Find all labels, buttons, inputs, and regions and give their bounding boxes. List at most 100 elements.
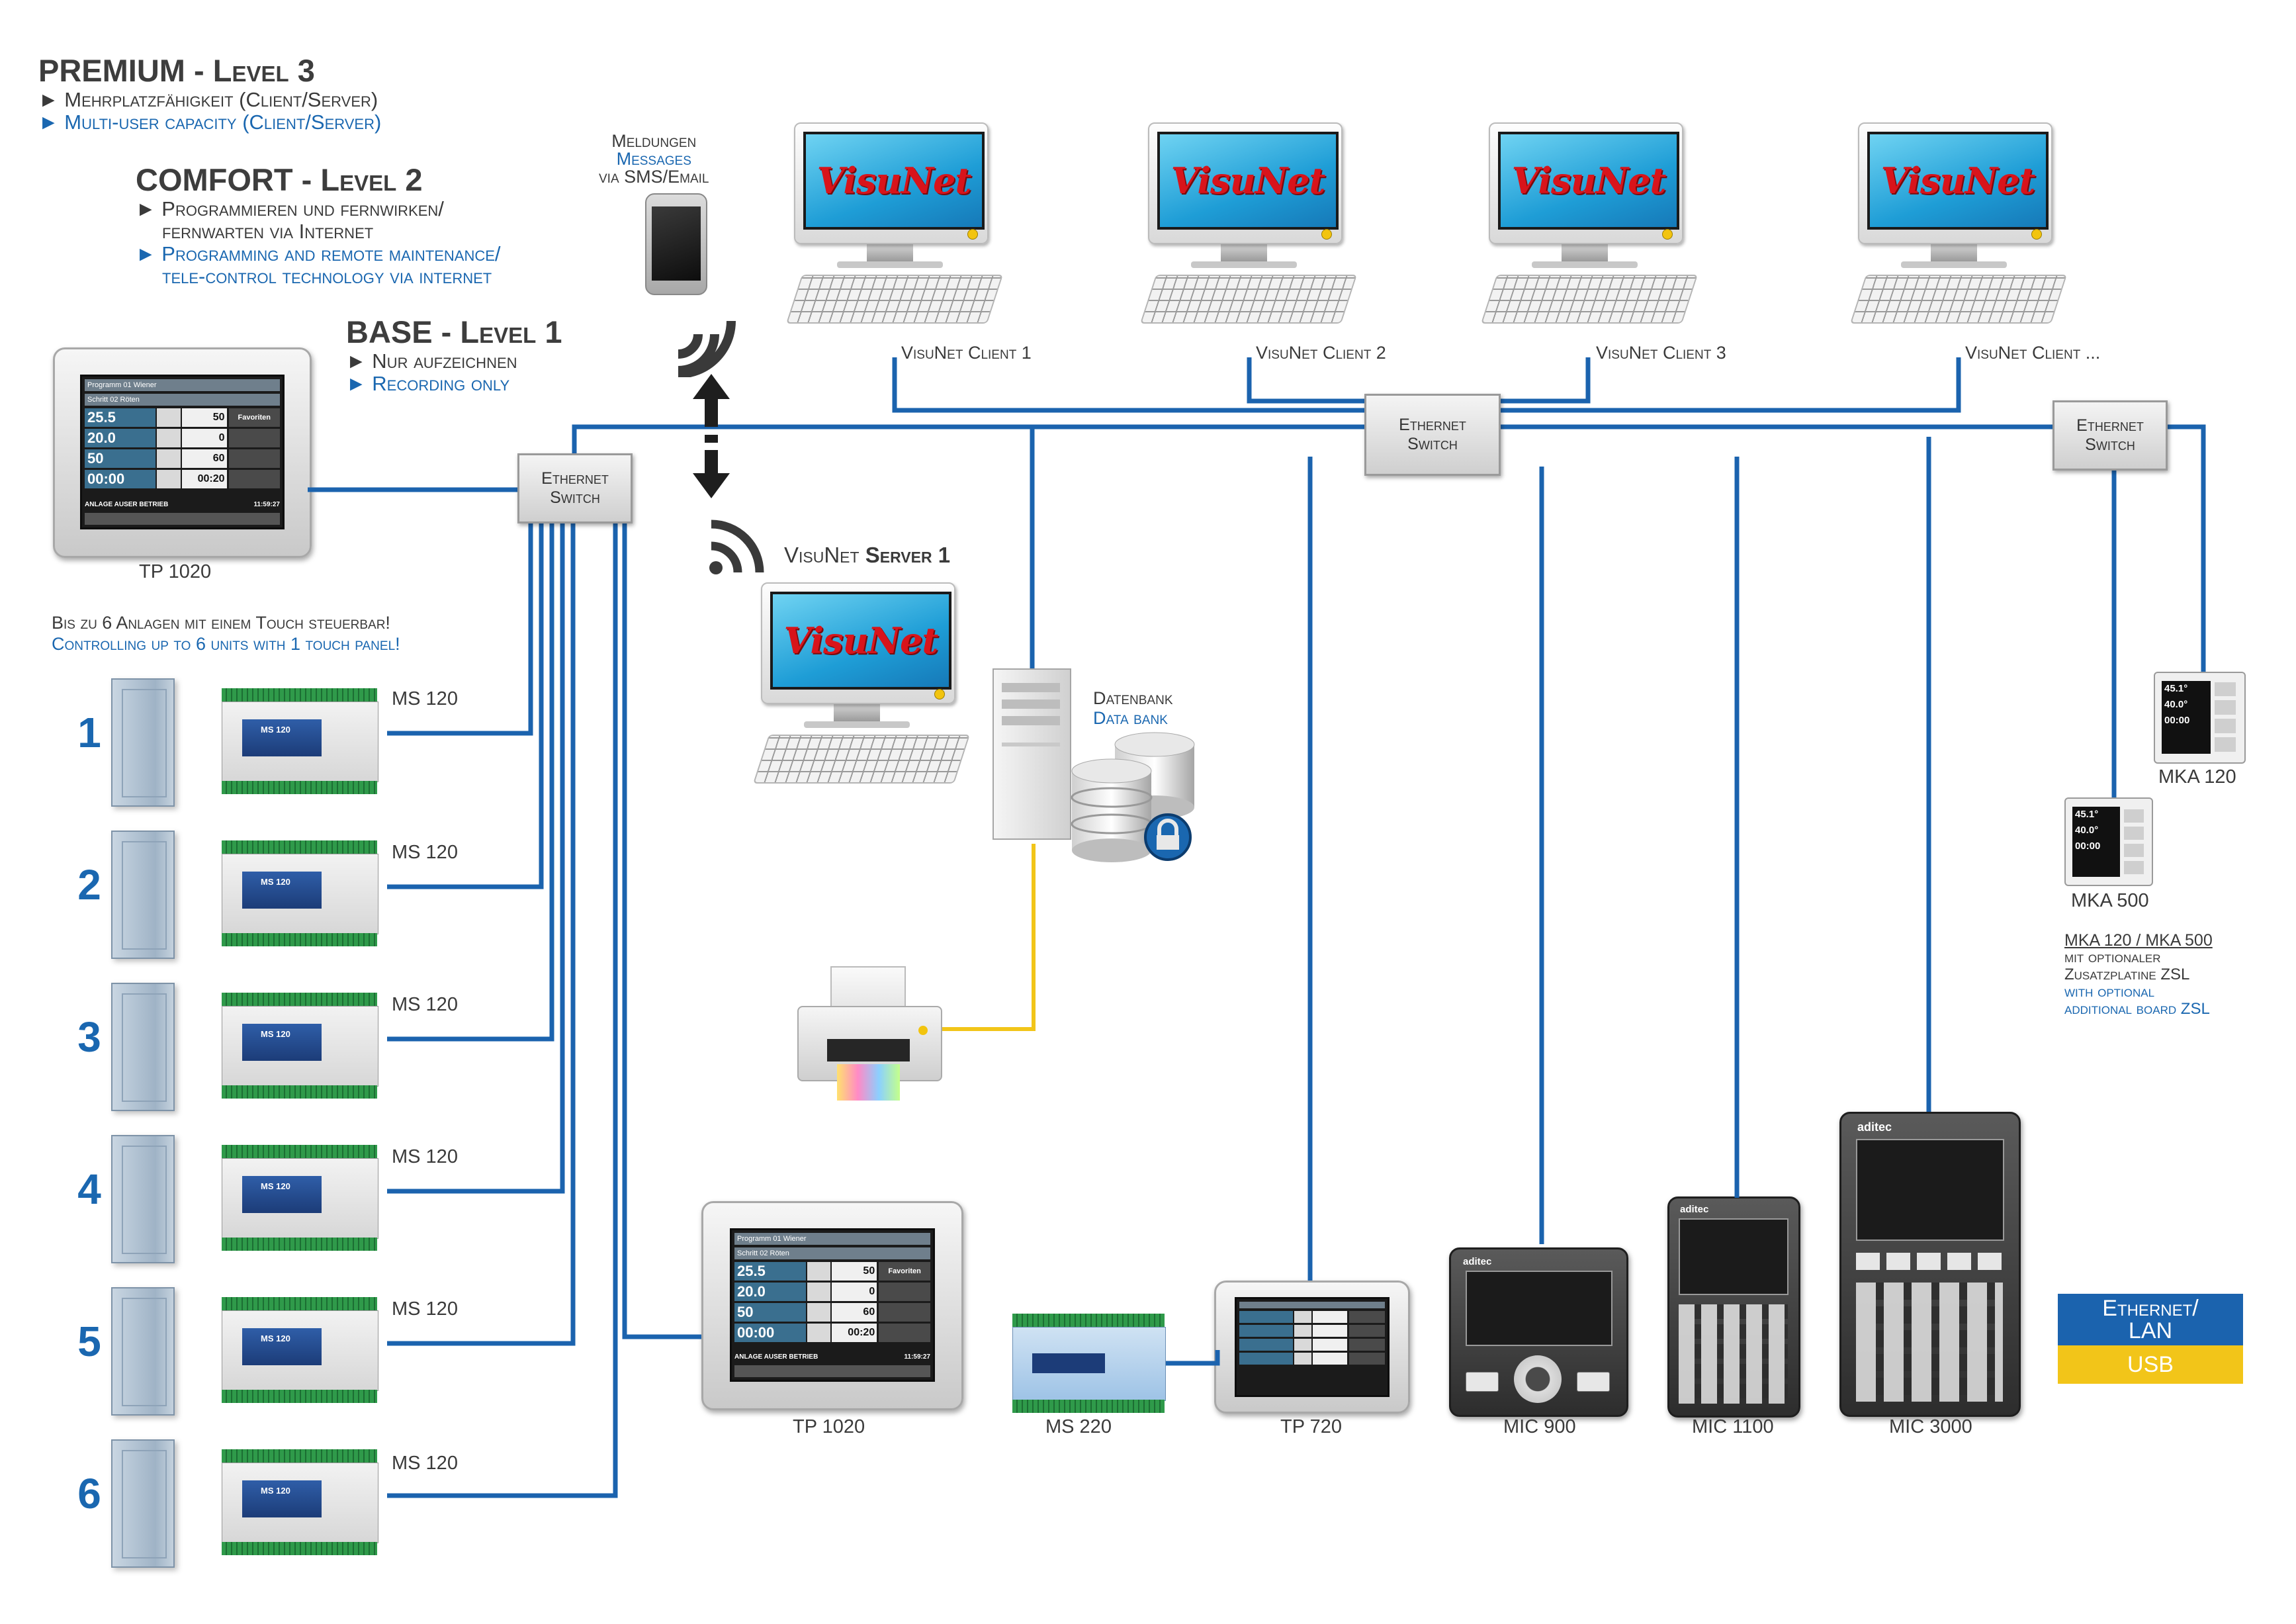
server-tower[interactable] [993, 668, 1071, 840]
mic900-panel[interactable]: aditec [1449, 1247, 1628, 1417]
unit-number-1: 1 [77, 709, 101, 756]
control-note: Bis zu 6 Anlagen mit einem Touch steuerb… [52, 612, 400, 654]
mka120-device[interactable]: 45.1° 40.0° 00:00 [2154, 672, 2246, 764]
switch-label-1: Ethernet [541, 469, 609, 488]
touch-panel-tp1020-top[interactable]: Programm 01 Wiener Schritt 02 Röten 25.5… [53, 347, 312, 558]
mka-note-en1: with optional [2064, 983, 2155, 1001]
mic3000-label: MIC 3000 [1889, 1416, 1972, 1437]
ethernet-switch-right[interactable]: Ethernet Switch [2053, 400, 2168, 471]
legend-ethernet: Ethernet/ LAN [2058, 1294, 2243, 1345]
switch-label-1: Ethernet [1399, 416, 1466, 434]
legend-ethernet-line1: Ethernet/ [2102, 1296, 2199, 1321]
ms120-module-6[interactable]: MS 120 [222, 1449, 378, 1555]
mic1100-panel[interactable]: aditec [1667, 1196, 1800, 1418]
mic1100-label: MIC 1100 [1692, 1416, 1774, 1437]
tp-value: 20.0 [85, 429, 156, 447]
ms120-module-2[interactable]: MS 120 [222, 840, 378, 946]
wire-unit-6 [387, 523, 618, 1498]
mic-navigation-wheel[interactable] [1514, 1355, 1562, 1403]
tp-value: 20.0 [734, 1283, 806, 1301]
mic-key[interactable] [1466, 1372, 1499, 1392]
mic-key[interactable] [1577, 1372, 1610, 1392]
mic-keypad[interactable] [1679, 1304, 1788, 1404]
smartphone-icon [645, 193, 707, 295]
wireless-signal-icon [678, 320, 736, 377]
tp-softkeys[interactable] [85, 513, 280, 525]
ms120-module-5[interactable]: MS 120 [222, 1297, 378, 1403]
mka-buttons[interactable] [2215, 682, 2236, 752]
client-3[interactable]: VisuNet [1480, 122, 1699, 324]
brand-logo: VisuNet [783, 619, 939, 662]
mic-screen [1679, 1218, 1788, 1295]
client-2-label: VisuNet Client 2 [1256, 343, 1386, 363]
tp-header-step: Schritt 02 Röten [85, 394, 280, 406]
mic3000-panel[interactable]: aditec [1839, 1112, 2021, 1417]
unit-label-1: MS 120 [392, 688, 458, 709]
door-icon [111, 983, 175, 1111]
tp-screen: Programm 01 Wiener Schritt 02 Röten 25.5… [730, 1228, 935, 1382]
database-en: Data bank [1093, 708, 1168, 728]
door-icon [111, 678, 175, 807]
mic900-label: MIC 900 [1503, 1416, 1576, 1437]
tp1020-bottom-label: TP 1020 [793, 1416, 865, 1437]
legend-ethernet-line2: LAN [2128, 1318, 2173, 1343]
control-note-de: Bis zu 6 Anlagen mit einem Touch steuerb… [52, 613, 390, 633]
unit-number-5: 5 [77, 1318, 101, 1365]
mic-screen [1466, 1271, 1612, 1346]
tp-value: 25.5 [734, 1262, 806, 1281]
server-name: Server 1 [865, 543, 951, 567]
tp-softkeys[interactable] [734, 1365, 930, 1377]
wireless-signal-icon [709, 519, 764, 574]
unit-label-4: MS 120 [392, 1146, 458, 1167]
ms120-module-4[interactable]: MS 120 [222, 1145, 378, 1251]
mka500-device[interactable]: 45.1° 40.0° 00:00 [2064, 797, 2153, 886]
client-2[interactable]: VisuNet [1139, 122, 1358, 324]
wire-tp-bottom [622, 523, 701, 1339]
comfort-en2: tele-control technology via internet [162, 265, 492, 288]
comfort-en1: ► Programming and remote maintenance/ [136, 242, 501, 265]
visunet-server[interactable]: VisuNet [752, 582, 971, 784]
switch-label-2: Switch [550, 488, 600, 507]
mic-function-keys[interactable] [1856, 1253, 2003, 1270]
keyboard-icon [785, 275, 1004, 324]
ethernet-switch-main[interactable]: Ethernet Switch [1364, 394, 1501, 476]
tp-setpoint: 60 [832, 1303, 877, 1322]
comfort-name: COMFORT [136, 162, 293, 197]
premium-de: ► Mehrplatzfähigkeit (Client/Server) [38, 88, 378, 111]
comfort-level: Level 2 [320, 162, 423, 197]
premium-name: PREMIUM [38, 53, 185, 88]
switch-label-1: Ethernet [2076, 416, 2144, 435]
ms220-module[interactable] [1012, 1314, 1166, 1413]
tp-setpoint: 50 [181, 408, 227, 427]
ethernet-switch-left[interactable]: Ethernet Switch [517, 453, 633, 523]
tp-setpoint: 50 [832, 1262, 877, 1281]
door-icon [111, 1287, 175, 1416]
tp-favorites: Favoriten [879, 1262, 930, 1281]
keyboard-icon [752, 735, 971, 784]
printer[interactable] [797, 966, 942, 1105]
ms120-module-1[interactable]: MS 120 [222, 688, 378, 794]
wire-unit-3 [387, 523, 554, 1042]
mka-display-value: 45.1° [2164, 683, 2188, 694]
comfort-de2: fernwarten via Internet [162, 220, 374, 243]
tp-value: 50 [85, 449, 156, 468]
wire-client-2 [1247, 357, 1383, 404]
touch-panel-tp720[interactable] [1214, 1281, 1410, 1414]
comfort-de1: ► Programmieren und fernwirken/ [136, 197, 444, 220]
level-comfort: COMFORT - Level 2 ► Programmieren und fe… [136, 162, 639, 288]
mka-buttons[interactable] [2124, 808, 2144, 874]
tp-value: 50 [734, 1303, 806, 1322]
switch-label-2: Switch [2085, 435, 2135, 454]
touch-panel-tp1020-bottom[interactable]: Programm 01 Wiener Schritt 02 Röten 25.5… [701, 1201, 963, 1410]
client-1[interactable]: VisuNet [785, 122, 1004, 324]
premium-level: Level 3 [212, 53, 315, 88]
door-icon [111, 831, 175, 959]
ms120-module-3[interactable]: MS 120 [222, 993, 378, 1099]
tp-favorites: Favoriten [228, 408, 280, 427]
mic-keypad[interactable] [1856, 1283, 2003, 1402]
mka-note-de1: mit optionaler [2064, 948, 2161, 966]
client-4[interactable]: VisuNet [1849, 122, 2068, 324]
tp-header-program: Programm 01 Wiener [85, 379, 280, 391]
